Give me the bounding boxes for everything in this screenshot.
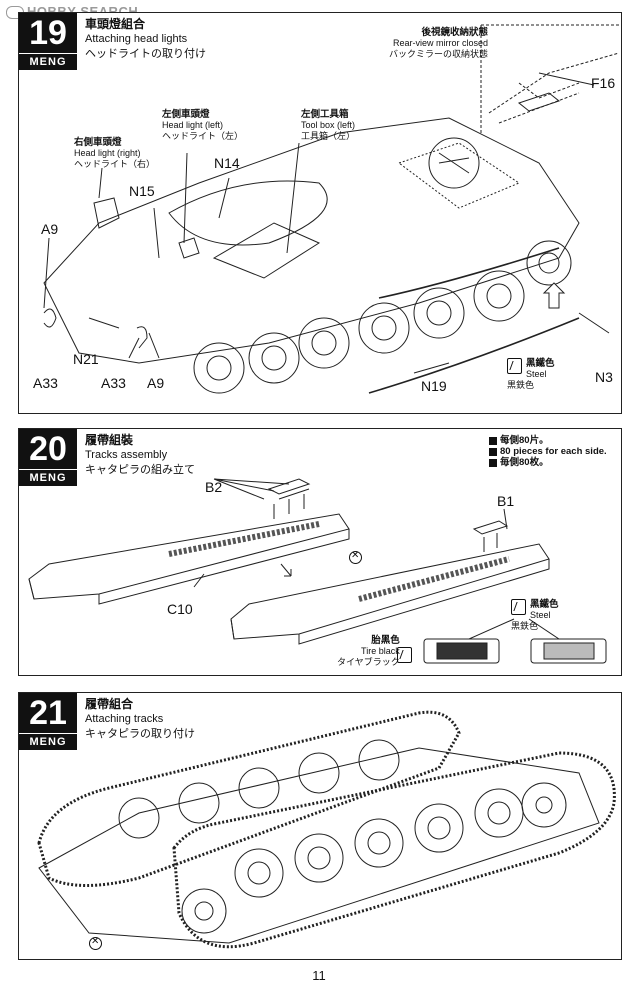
step-number: 19 <box>19 13 77 53</box>
paint-brush-icon <box>397 647 412 663</box>
steel-paint-callout: 黑鐵色 Steel 黒鉄色 <box>507 358 555 390</box>
part-label-b1: B1 <box>497 493 515 509</box>
part-label-c10: C10 <box>167 601 193 617</box>
part-label-b2: B2 <box>205 479 223 495</box>
step-title: 車頭燈組合 Attaching head lights ヘッドライトの取り付け <box>85 17 206 60</box>
step-title: 履帶組裝 Tracks assembly キャタピラの組み立て <box>85 433 195 476</box>
brand-label: MENG <box>19 469 77 486</box>
step-19-illustration <box>43 24 620 394</box>
paint-brush-icon <box>511 599 526 615</box>
step-21-illustration <box>37 710 616 949</box>
rearview-callout: 後視鏡收納狀態 Rear-view mirror closed バックミラーの収… <box>389 27 489 59</box>
paint-brush-icon <box>507 358 522 374</box>
part-label-n3: N3 <box>595 369 613 385</box>
page-number: 11 <box>312 968 326 983</box>
no-glue-icon <box>89 936 102 950</box>
part-label-n14: N14 <box>214 155 240 171</box>
step-20-panel: 20 MENG 履帶組裝 Tracks assembly キャタピラの組み立て … <box>18 428 622 676</box>
toolbox-callout: 左側工具箱 Tool box (left) 工具箱（左） <box>301 109 356 141</box>
part-label-n21: N21 <box>73 351 99 367</box>
brand-label: MENG <box>19 733 77 750</box>
part-label-a33-right: A33 <box>101 375 126 391</box>
headlight-left-callout: 左側車頭燈 Head light (left) ヘッドライト（左） <box>162 109 244 141</box>
part-label-n19: N19 <box>421 378 447 394</box>
part-label-f16: F16 <box>591 75 616 91</box>
step-number: 21 <box>19 693 77 733</box>
track-count-note: 每側80片。 80 pieces for each side. 毎側80枚。 <box>489 435 607 468</box>
step-21-panel: 21 MENG 履帶組合 Attaching tracks キャタピラの取り付け <box>18 692 622 960</box>
headlight-right-callout: 右側車頭燈 Head light (right) ヘッドライト（右） <box>74 137 156 169</box>
steel-paint-callout: 黑鐵色 Steel 黒鉄色 <box>511 599 559 631</box>
bullet-icon <box>489 458 497 467</box>
step-title: 履帶組合 Attaching tracks キャタピラの取り付け <box>85 697 195 740</box>
part-label-a33-left: A33 <box>33 375 58 391</box>
brand-label: MENG <box>19 53 77 70</box>
bullet-icon <box>489 436 497 445</box>
step-number: 20 <box>19 429 77 469</box>
step-19-panel: 19 MENG 車頭燈組合 Attaching head lights ヘッドラ… <box>18 12 622 414</box>
bullet-icon <box>489 447 497 456</box>
tire-black-paint-callout: 胎黑色 Tire black タイヤブラック <box>337 635 400 667</box>
part-label-a9-left: A9 <box>41 221 59 237</box>
step-20-illustration <box>28 478 607 664</box>
no-glue-icon <box>349 550 362 564</box>
part-label-a9-right: A9 <box>147 375 165 391</box>
part-label-n15: N15 <box>129 183 155 199</box>
